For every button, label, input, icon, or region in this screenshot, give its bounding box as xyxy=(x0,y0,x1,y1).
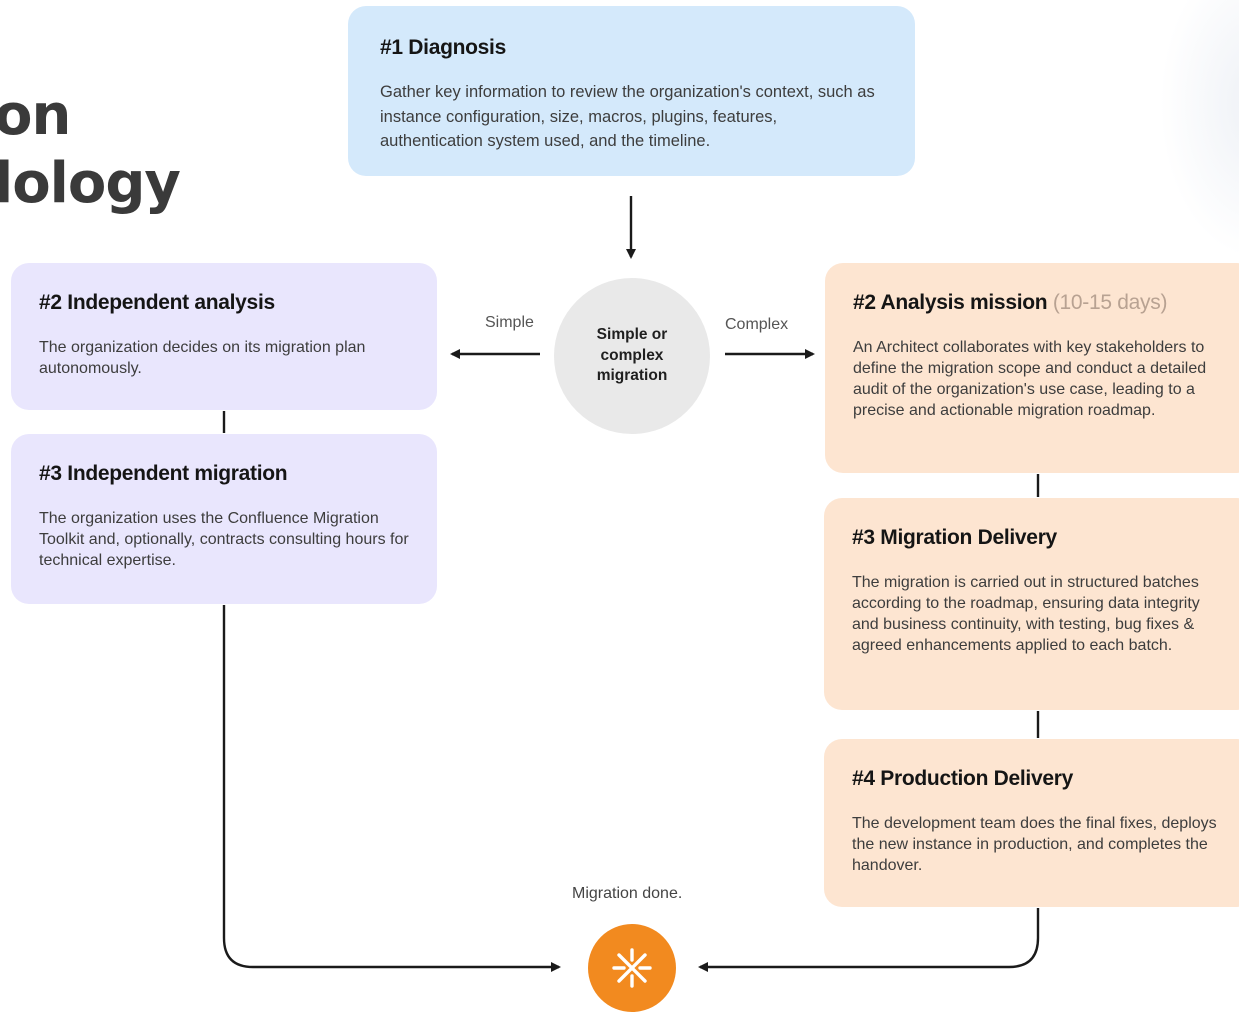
decision-text: Simple or complex migration xyxy=(596,326,668,385)
analysis-mission-heading-line: #2 Analysis mission (10-15 days) xyxy=(853,291,1227,315)
independent-analysis-box: #2 Independent analysis The organization… xyxy=(11,263,437,410)
analysis-mission-heading: #2 Analysis mission xyxy=(853,291,1048,314)
decision-node: Simple or complex migration xyxy=(554,278,710,434)
independent-migration-box: #3 Independent migration The organizatio… xyxy=(11,434,437,604)
independent-migration-heading: #3 Independent migration xyxy=(39,462,288,485)
independent-analysis-text: The organization decides on its migratio… xyxy=(39,339,366,377)
complex-label: Complex xyxy=(725,316,789,333)
page-title: on lology xyxy=(0,82,181,218)
independent-migration-text: The organization uses the Confluence Mig… xyxy=(39,510,409,569)
analysis-mission-duration: (10-15 days) xyxy=(1052,291,1168,314)
analysis-mission-box: #2 Analysis mission (10-15 days) An Arch… xyxy=(825,263,1239,473)
page-title-line-1: on xyxy=(0,83,71,148)
production-delivery-heading: #4 Production Delivery xyxy=(852,767,1073,790)
diagnosis-heading: #1 Diagnosis xyxy=(380,36,506,59)
background-glow xyxy=(1159,0,1239,260)
production-delivery-box: #4 Production Delivery The development t… xyxy=(824,739,1239,907)
arrow-simple-to-done xyxy=(222,605,561,972)
migration-done-label: Migration done. xyxy=(572,885,683,902)
independent-analysis-heading: #2 Independent analysis xyxy=(39,291,275,314)
migration-delivery-heading: #3 Migration Delivery xyxy=(852,526,1057,549)
analysis-mission-text: An Architect collaborates with key stake… xyxy=(853,339,1207,419)
simple-label: Simple xyxy=(485,314,534,331)
sparkle-icon xyxy=(612,948,652,988)
production-delivery-text: The development team does the final fixe… xyxy=(852,815,1217,874)
diagnosis-box: #1 Diagnosis Gather key information to r… xyxy=(348,6,915,176)
migration-done-node xyxy=(588,924,676,1012)
migration-delivery-box: #3 Migration Delivery The migration is c… xyxy=(824,498,1239,710)
page-title-line-2: lology xyxy=(0,151,181,216)
migration-delivery-text: The migration is carried out in structur… xyxy=(852,574,1200,654)
arrow-complex-to-done xyxy=(698,908,1040,972)
diagnosis-text: Gather key information to review the org… xyxy=(380,83,875,150)
